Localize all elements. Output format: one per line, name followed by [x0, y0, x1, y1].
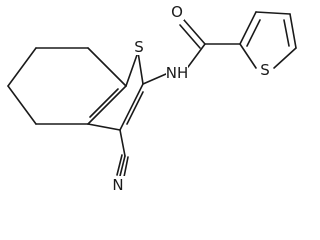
bond-c3-cn: [119, 129, 126, 157]
bond-c4t-c5t: [289, 13, 297, 49]
atom-label-n-nitrile: N: [111, 176, 125, 194]
bond-cn-triple-3: [116, 154, 123, 176]
sulfur-thiophene-label: S: [260, 61, 270, 79]
bond-c5t-s: [273, 47, 297, 69]
thiophene-ring: [204, 11, 297, 69]
bond-carbonyl-o-double: [179, 24, 201, 49]
bond-c5-c4: [7, 85, 37, 125]
atom-label-nh: NH: [166, 64, 189, 82]
atom-label-s-benzothiophene: S: [132, 38, 146, 56]
bond-c3-c2-double: [126, 91, 144, 125]
bond-c7a-c3a-double: [89, 88, 119, 118]
bond-c7a-c3a: [87, 85, 127, 125]
bond-c6-c5: [7, 47, 37, 87]
bond-cn-triple-1: [119, 155, 126, 177]
cyclohexane-ring: [7, 47, 127, 125]
structure-canvas: O NH S S N: [7, 3, 297, 194]
bond-c3t-c4t: [255, 11, 291, 15]
bond-c3-c2: [119, 83, 144, 131]
nh-label: NH: [166, 64, 189, 82]
bond-cn-triple-2: [123, 156, 129, 178]
bond-c3a-c3: [87, 123, 121, 131]
nitrogen-nitrile-label: N: [112, 176, 123, 194]
bond-c2t-c3t: [239, 11, 257, 45]
bond-carbonyl-o: [183, 19, 206, 45]
bond-c2t-c3t-double: [246, 19, 261, 47]
oxygen-label: O: [171, 3, 183, 21]
bond-c2-nh: [142, 73, 167, 85]
nitrile-group: [116, 129, 129, 178]
bond-c7a-c7: [87, 47, 127, 87]
bond-c4t-c5t-double: [283, 19, 290, 47]
bond-nh-carbonyl: [187, 43, 206, 68]
benzothiophene-ring: [87, 51, 144, 131]
amide-linker: [142, 19, 206, 85]
bond-s-c2t: [239, 43, 257, 69]
bond-c2-s1: [137, 51, 144, 85]
atom-label-o: O: [170, 3, 184, 21]
atom-label-s-thiophene: S: [258, 61, 272, 79]
molecule-drawing: O NH S S N: [7, 3, 297, 194]
sulfur-benzothiophene-label: S: [134, 38, 144, 56]
bond-s1-c7a: [125, 51, 139, 87]
